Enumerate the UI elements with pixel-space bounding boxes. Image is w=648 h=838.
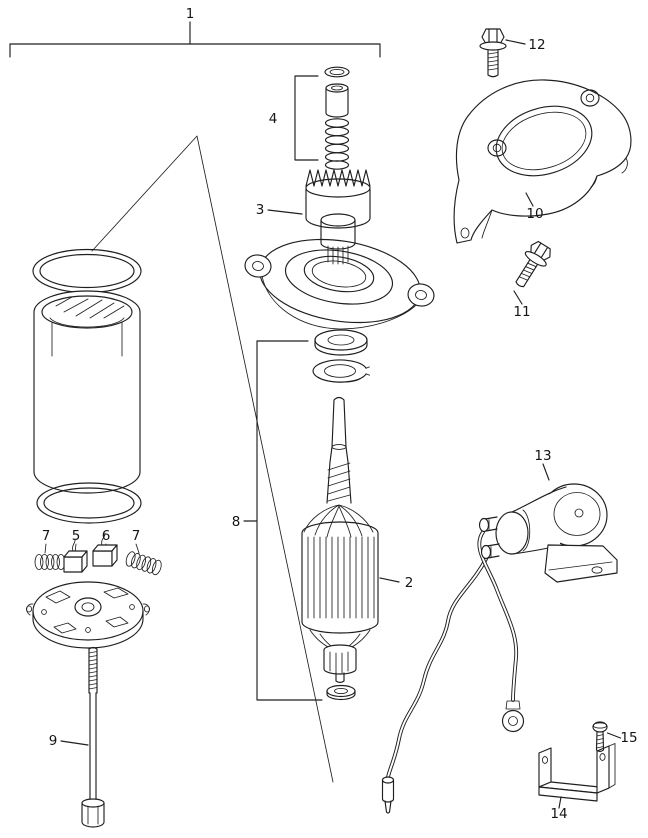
end-cap-plate bbox=[25, 581, 151, 649]
pinion-drive-3: 3 bbox=[256, 169, 371, 265]
magnetic-switch-13: 13 bbox=[381, 448, 618, 814]
brush-spring-left: 7 bbox=[34, 528, 66, 570]
brush-spring-right: 7 bbox=[125, 528, 162, 576]
switch-terminals bbox=[478, 516, 500, 560]
flange-bolt-11: 11 bbox=[513, 240, 551, 320]
bullet-connector bbox=[381, 776, 395, 814]
pinion-stopper-set-4: 4 bbox=[269, 66, 350, 170]
callout-6: 6 bbox=[102, 528, 111, 544]
callout-1-bracket: 1 bbox=[9, 6, 381, 58]
callout-4: 4 bbox=[269, 111, 278, 127]
lead-wire-long bbox=[386, 557, 488, 779]
brush-5: 5 bbox=[63, 528, 88, 573]
callout-7b: 7 bbox=[132, 528, 141, 544]
callout-3: 3 bbox=[256, 202, 265, 218]
o-ring-bottom bbox=[36, 482, 142, 524]
screw-15: 15 bbox=[592, 721, 638, 753]
diagram-linework: 1 7 5 bbox=[9, 6, 638, 828]
callout-5: 5 bbox=[72, 528, 81, 544]
callout-1: 1 bbox=[186, 6, 195, 22]
callout-7a: 7 bbox=[42, 528, 51, 544]
through-bolt-9: 9 bbox=[49, 646, 105, 828]
brush-6: 6 bbox=[92, 528, 118, 567]
callout-14: 14 bbox=[550, 806, 567, 822]
callout-11: 11 bbox=[513, 304, 530, 320]
bracket-14: 14 bbox=[538, 743, 616, 822]
brush-set: 7 5 6 7 bbox=[34, 528, 162, 576]
armature-2: 2 bbox=[301, 396, 414, 684]
callout-13: 13 bbox=[534, 448, 551, 464]
callout-2: 2 bbox=[405, 575, 414, 591]
switch-bracket bbox=[544, 544, 618, 583]
callout-8-bracket: 8 bbox=[232, 340, 323, 701]
callout-9: 9 bbox=[49, 733, 58, 749]
mounting-bracket-10: 10 bbox=[453, 79, 632, 244]
front-bracket-flange bbox=[244, 238, 435, 330]
lead-wire-short bbox=[477, 530, 519, 702]
assembly-scope-lines bbox=[91, 135, 334, 783]
washer-plain bbox=[314, 329, 368, 356]
callout-8: 8 bbox=[232, 514, 241, 530]
armature-end-washer bbox=[326, 684, 356, 701]
callout-10: 10 bbox=[526, 206, 543, 222]
flange-bolt-12: 12 bbox=[479, 28, 546, 78]
motor-yoke-cylinder bbox=[33, 290, 141, 494]
callout-15: 15 bbox=[620, 730, 637, 746]
callout-12: 12 bbox=[528, 37, 545, 53]
ring-terminal bbox=[501, 700, 525, 733]
washer-lock-ring bbox=[312, 359, 370, 383]
